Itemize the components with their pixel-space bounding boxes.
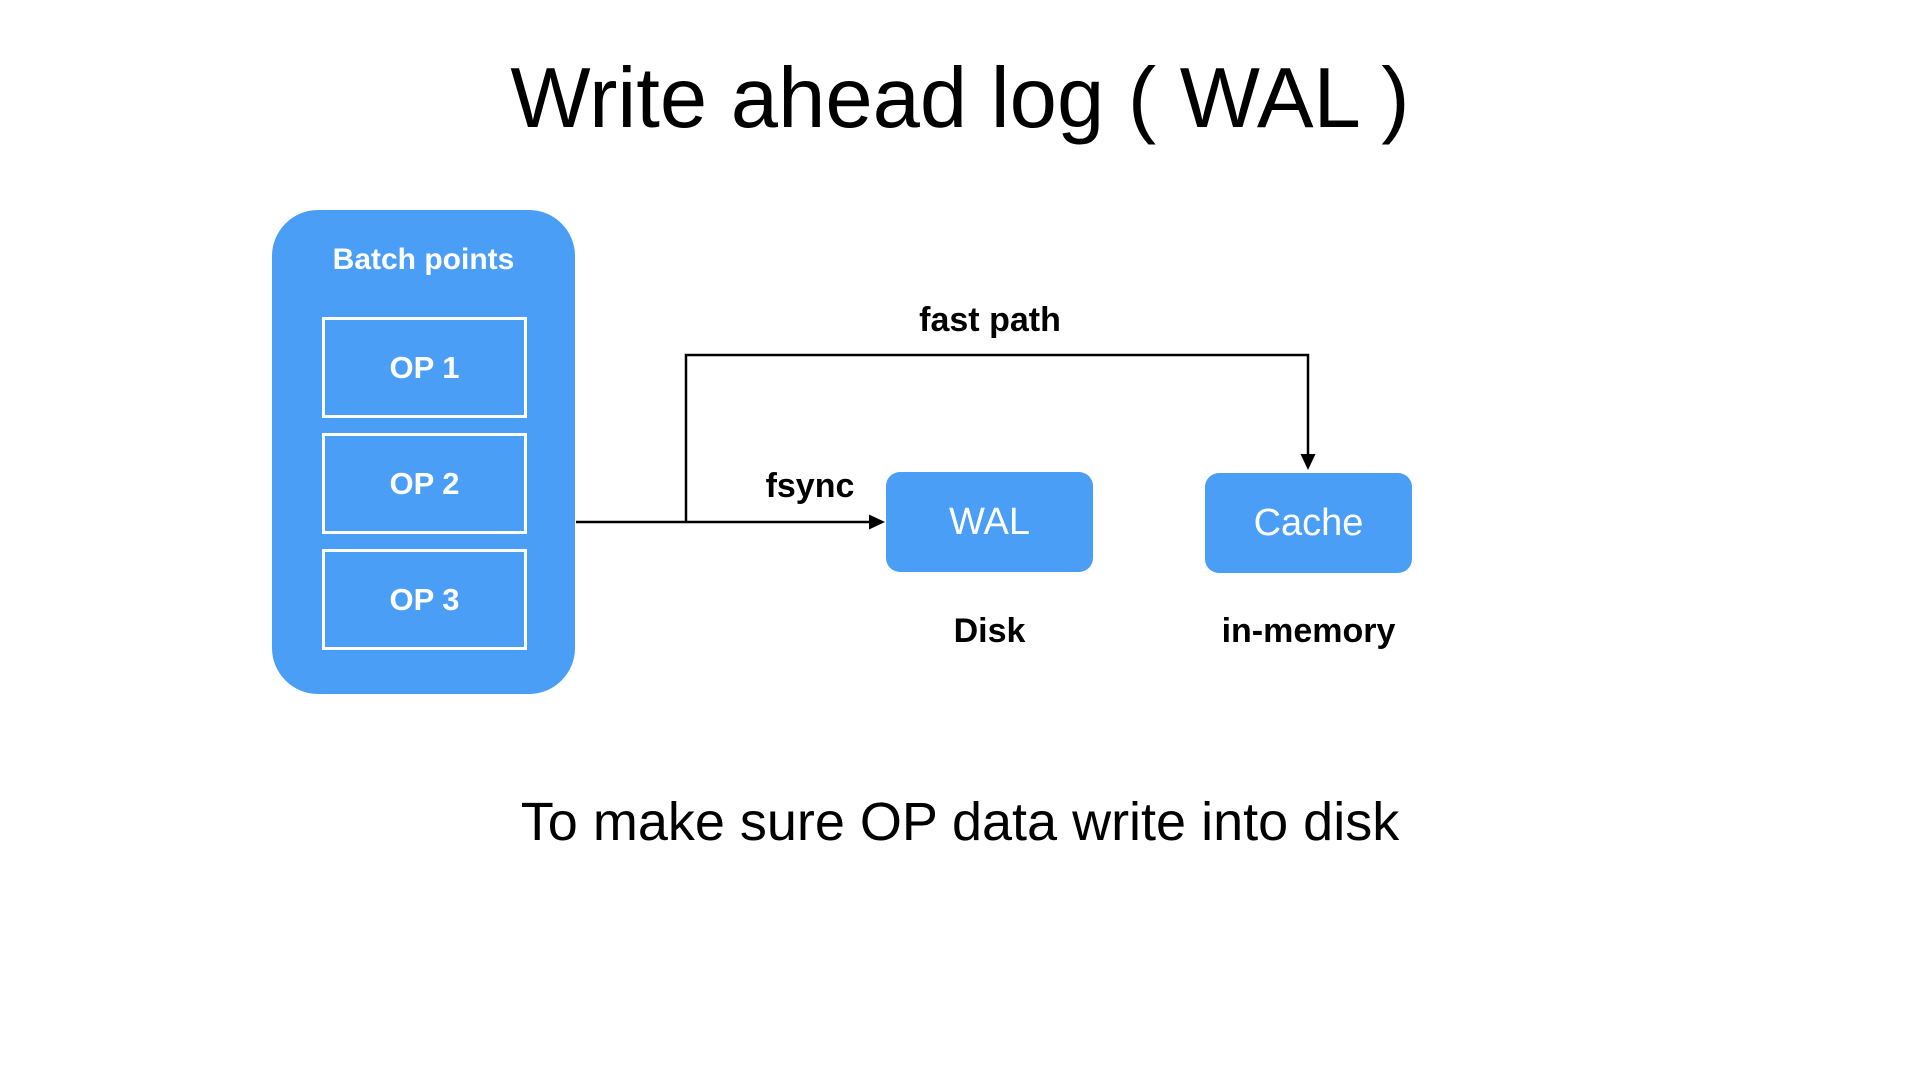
diagram-title: Write ahead log ( WAL ) (510, 51, 1410, 146)
fsync-arrow (576, 514, 885, 530)
disk-label: Disk (953, 612, 1026, 650)
batch-points-container: Batch points OP 1 OP 2 OP 3 (272, 210, 575, 694)
wal-node: WAL (886, 472, 1093, 572)
in-memory-label: in-memory (1221, 612, 1396, 650)
diagram-subtitle: To make sure OP data write into disk (520, 792, 1400, 852)
fast-path-label: fast path (919, 301, 1061, 339)
fsync-label: fsync (765, 467, 855, 505)
op-3-box: OP 3 (322, 549, 527, 650)
cache-node: Cache (1205, 473, 1412, 573)
batch-points-label: Batch points (332, 243, 515, 276)
op-1-box: OP 1 (322, 317, 527, 418)
op-2-box: OP 2 (322, 433, 527, 534)
